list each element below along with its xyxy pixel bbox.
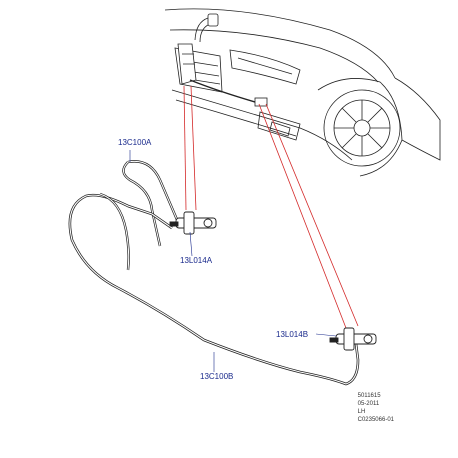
callout-13l014b: 13L014B <box>276 330 309 339</box>
callout-13c100a: 13C100A <box>118 138 152 147</box>
drawing-number: 5011615 <box>357 393 381 399</box>
drawing-date: 05-2011 <box>357 401 380 407</box>
hose-13c100b <box>68 192 360 386</box>
vehicle-front-illustration <box>164 8 441 177</box>
drawing-reference-block: 5011615 05-2011 LH C0235066-01 <box>358 392 394 424</box>
callout-13l014a: 13L014A <box>180 256 213 265</box>
drawing-side: LH <box>357 409 366 415</box>
callout-leaders <box>129 150 337 372</box>
washer-jet-13l014a <box>169 211 217 235</box>
callout-13c100b: 13C100B <box>200 372 234 381</box>
washer-jet-13l014b <box>329 327 377 351</box>
leader-lines <box>183 85 359 329</box>
drawing-code: C0235066-01 <box>357 417 394 423</box>
hose-13c100a <box>122 160 180 247</box>
